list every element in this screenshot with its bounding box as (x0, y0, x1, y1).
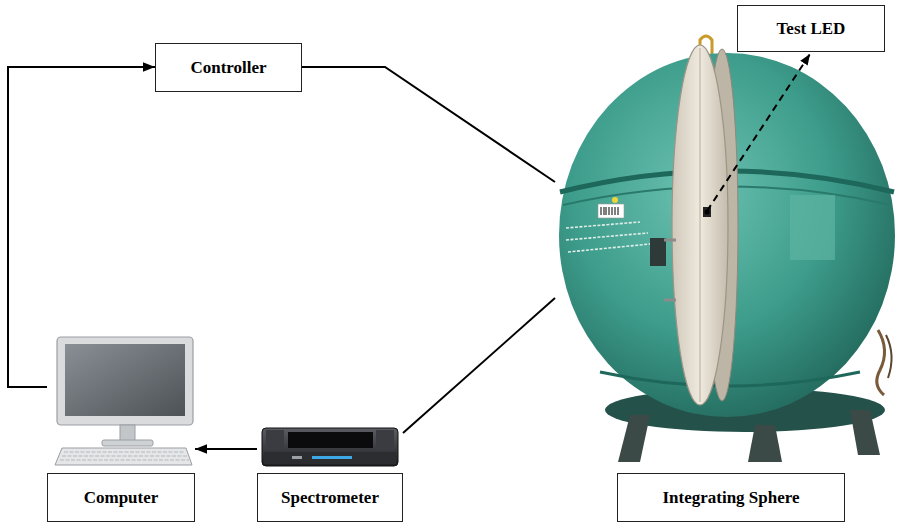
callout-box: Test LED (737, 5, 885, 52)
integrating-sphere-part (748, 425, 782, 462)
unit-label: Computer (84, 488, 159, 508)
computer-unit: Computer (47, 335, 195, 522)
integrating-sphere-part (566, 222, 650, 252)
computer-monitor (57, 337, 193, 446)
computer-keyboard-part (55, 448, 192, 465)
spectrometer-device-part (312, 456, 352, 459)
integrating-sphere-part (790, 195, 835, 260)
connector-line (302, 67, 555, 182)
integrating-sphere-part (612, 197, 618, 203)
unit-label: Integrating Sphere (662, 488, 799, 508)
spectrometer-device-part (292, 456, 302, 459)
integrating-sphere-part (850, 410, 880, 455)
computer-keyboard (55, 448, 192, 465)
computer-monitor-part (102, 440, 153, 446)
controller-box: Controller (155, 43, 302, 92)
label-box: Integrating Sphere (617, 473, 845, 522)
connector-line (8, 67, 155, 387)
box-label: Test LED (777, 19, 846, 39)
integrating-sphere-part (601, 207, 618, 215)
computer-keyboard-part (60, 452, 189, 460)
spectrometer-device-part (262, 428, 398, 466)
connector-line (403, 298, 555, 433)
spectrometer-device-part (266, 430, 284, 450)
spectrometer-device-part (376, 430, 394, 450)
spectrometer-device-part (288, 432, 373, 448)
integrating-sphere (559, 36, 895, 462)
connector-line (195, 448, 257, 450)
label-box: Computer (47, 473, 195, 522)
integrating-sphere-part (886, 335, 892, 378)
spectrometer-unit: Spectrometer (257, 425, 403, 522)
box-label: Controller (190, 58, 266, 78)
integrating-sphere-part (598, 204, 624, 218)
unit-label: Spectrometer (281, 488, 379, 508)
integrating-sphere-part (650, 238, 666, 266)
integrating-sphere-unit: Integrating Sphere (555, 60, 895, 522)
spectrometer-device (262, 428, 398, 466)
leader-arrow (707, 54, 810, 211)
integrating-sphere-part (672, 45, 728, 405)
integrating-sphere-part (877, 330, 885, 395)
integrating-sphere-part (700, 48, 701, 402)
computer-monitor-part (65, 344, 185, 416)
label-box: Spectrometer (257, 473, 403, 522)
integrating-sphere-part (664, 240, 676, 300)
spectrometer-device-part (264, 452, 396, 464)
computer-monitor-part (57, 337, 193, 425)
computer-monitor-part (120, 425, 135, 441)
integrating-sphere-part (618, 415, 650, 462)
